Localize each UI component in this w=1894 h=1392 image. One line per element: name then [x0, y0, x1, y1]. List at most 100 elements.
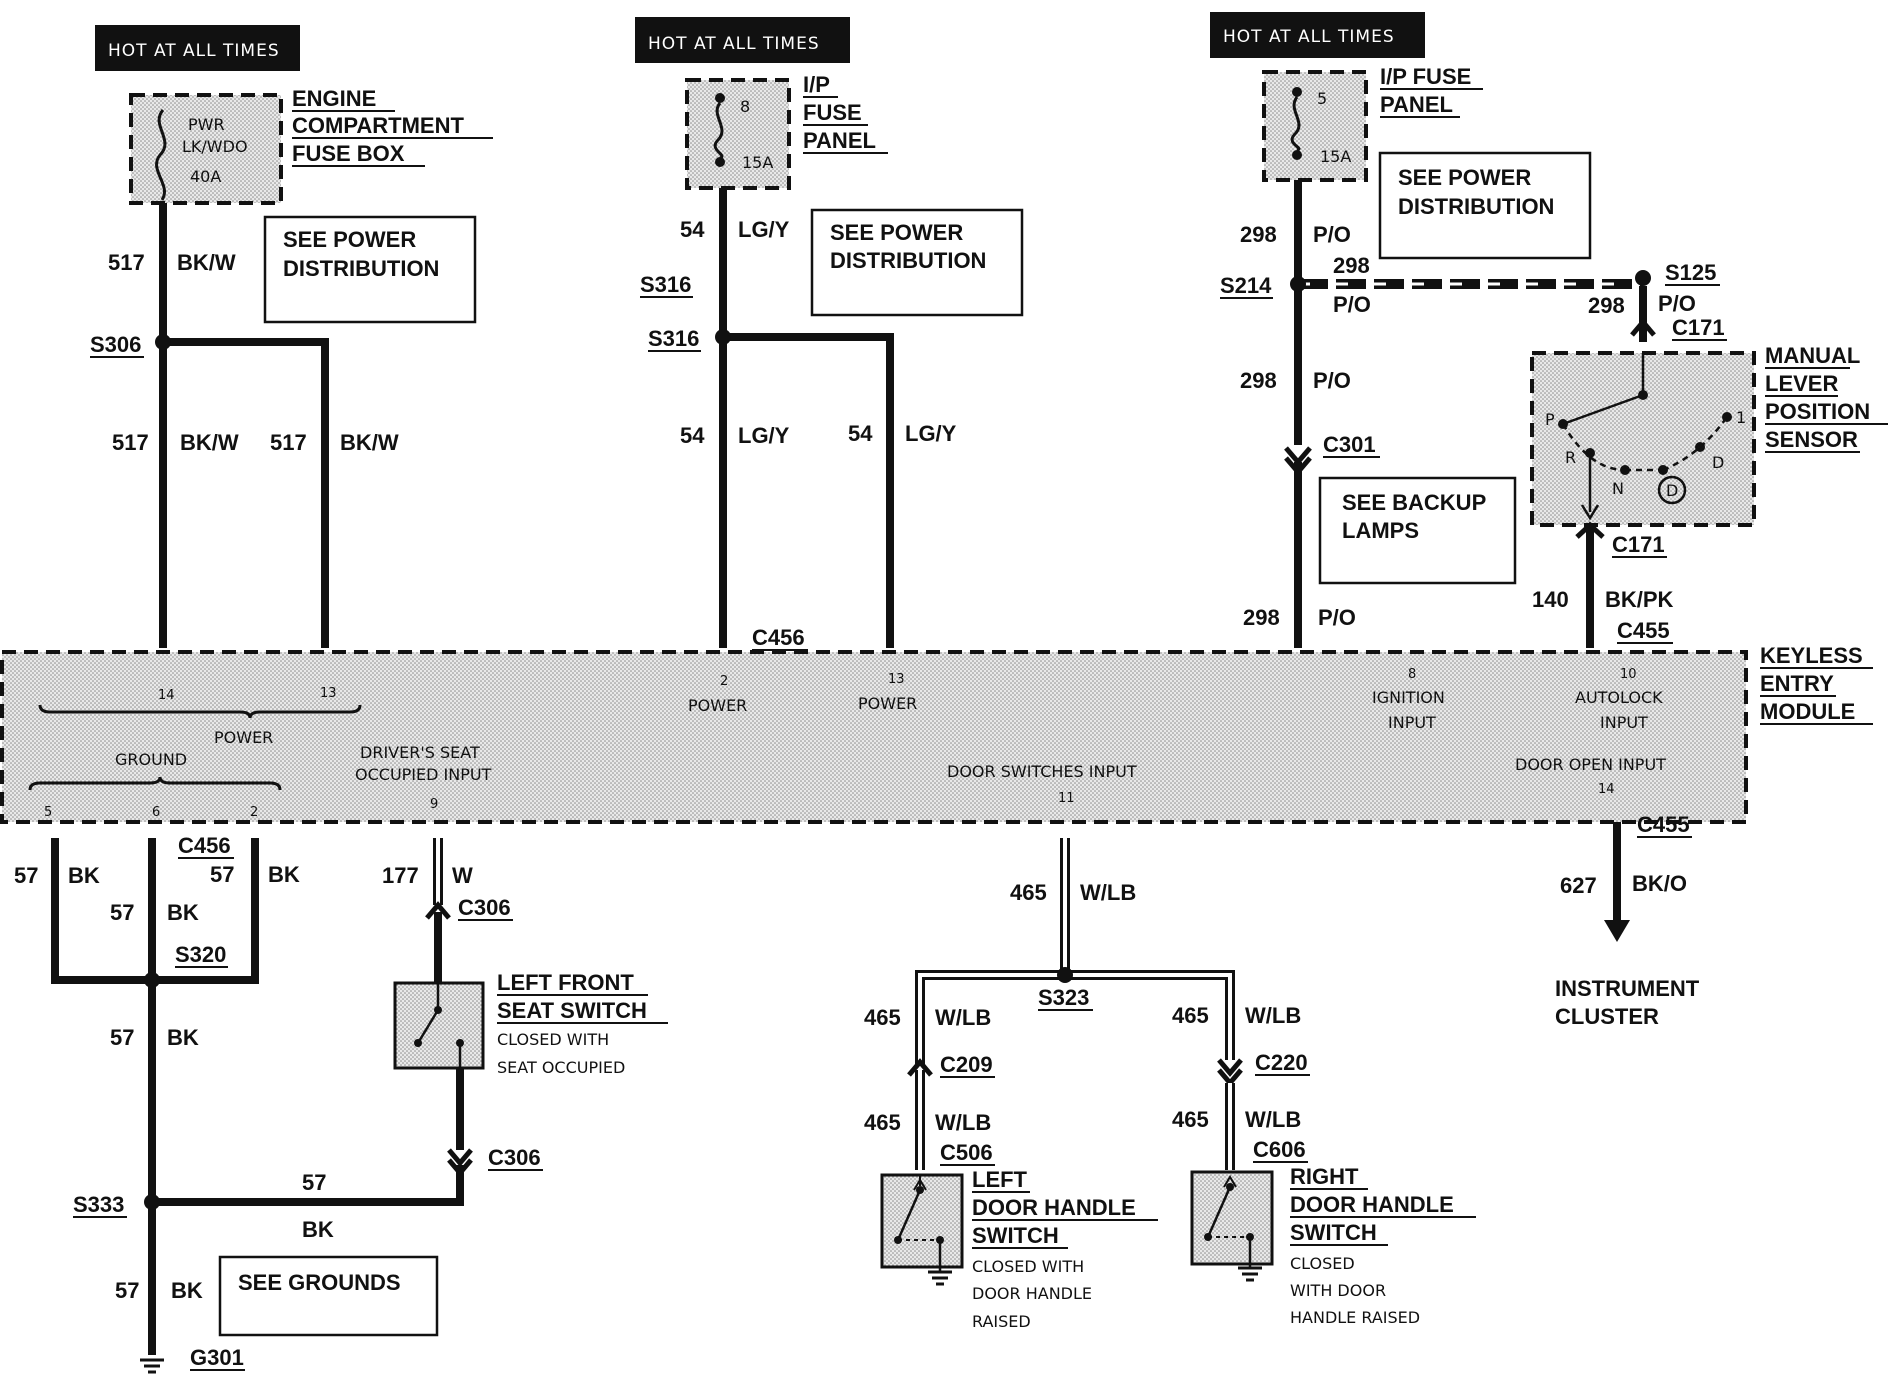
svg-text:POWER: POWER — [688, 696, 747, 715]
svg-text:MODULE: MODULE — [1760, 699, 1855, 724]
wire-label-517-b: 517 — [112, 430, 149, 455]
svg-text:CLUSTER: CLUSTER — [1555, 1004, 1659, 1029]
svg-text:DRIVER'S SEAT: DRIVER'S SEAT — [360, 743, 480, 762]
svg-text:OCCUPIED INPUT: OCCUPIED INPUT — [355, 765, 492, 784]
svg-text:FUSE BOX: FUSE BOX — [292, 141, 405, 166]
wire-label-465-b: 465 — [864, 1005, 901, 1030]
svg-text:2: 2 — [250, 805, 258, 820]
left-door-switch-label: LEFT DOOR HANDLE SWITCH CLOSED WITH DOOR… — [972, 1167, 1158, 1331]
connector-c171-a: C171 — [1672, 315, 1725, 340]
wire-label-140: 140 — [1532, 587, 1569, 612]
svg-text:5: 5 — [44, 805, 52, 820]
wire-color-bk-e: BK — [302, 1217, 334, 1242]
wire-color-lgy-b: LG/Y — [738, 423, 790, 448]
wire-label-465-c: 465 — [1172, 1003, 1209, 1028]
svg-text:DISTRIBUTION: DISTRIBUTION — [283, 256, 439, 281]
wire-color-wlb-a: W/LB — [1080, 880, 1136, 905]
wire-label-298-b: 298 — [1333, 253, 1370, 278]
svg-text:D: D — [1712, 453, 1724, 472]
svg-text:2: 2 — [720, 674, 728, 689]
circuit-54 — [715, 188, 894, 648]
svg-text:D: D — [1666, 481, 1678, 500]
module-title: KEYLESS ENTRY MODULE — [1760, 643, 1873, 725]
svg-text:FUSE: FUSE — [803, 100, 862, 125]
ip-fuse-8: 8 15A — [685, 78, 791, 190]
circuit-140 — [1575, 521, 1605, 648]
wire-label-57-b: 57 — [210, 862, 234, 887]
svg-text:WITH DOOR: WITH DOOR — [1290, 1281, 1386, 1300]
wire-color-lgy-c: LG/Y — [905, 421, 957, 446]
svg-text:LAMPS: LAMPS — [1342, 518, 1419, 543]
wire-color-bkw-c: BK/W — [340, 430, 399, 455]
svg-text:INPUT: INPUT — [1600, 713, 1648, 732]
sensor-title: MANUAL LEVER POSITION SENSOR — [1765, 343, 1888, 453]
ground-g301: G301 — [190, 1345, 244, 1370]
svg-text:POWER: POWER — [858, 694, 917, 713]
svg-text:1: 1 — [1736, 408, 1746, 427]
splice-s316-a: S316 — [640, 272, 691, 297]
svg-text:R: R — [1565, 448, 1576, 467]
svg-text:40A: 40A — [190, 167, 221, 186]
svg-text:SEE POWER: SEE POWER — [830, 220, 963, 245]
wire-label-298-d: 298 — [1240, 368, 1277, 393]
wire-label-54-a: 54 — [680, 217, 705, 242]
ip-fuse-panel-title-1: I/P FUSE PANEL — [803, 72, 888, 154]
connector-c306-b: C306 — [488, 1145, 541, 1170]
wire-label-57-c: 57 — [110, 900, 134, 925]
connector-c606: C606 — [1253, 1137, 1306, 1162]
svg-text:ENGINE: ENGINE — [292, 86, 376, 111]
connector-c306-a: C306 — [458, 895, 511, 920]
manual-lever-position-sensor: P R N D D 1 — [1530, 286, 1756, 527]
wire-label-54-b: 54 — [680, 423, 705, 448]
svg-text:10: 10 — [1620, 667, 1637, 682]
svg-text:SEAT SWITCH: SEAT SWITCH — [497, 998, 647, 1023]
connector-c456-b: C456 — [178, 833, 231, 858]
wire-label-57-f: 57 — [115, 1278, 139, 1303]
svg-text:MANUAL: MANUAL — [1765, 343, 1860, 368]
wire-label-177: 177 — [382, 863, 419, 888]
wire-color-wlb-c: W/LB — [1245, 1003, 1301, 1028]
svg-text:DOOR HANDLE: DOOR HANDLE — [972, 1195, 1136, 1220]
see-grounds: SEE GROUNDS — [218, 1255, 439, 1337]
connector-c301: C301 — [1323, 432, 1376, 457]
svg-text:I/P FUSE: I/P FUSE — [1380, 64, 1471, 89]
wire-label-465-e: 465 — [1172, 1107, 1209, 1132]
svg-text:HOT AT ALL TIMES: HOT AT ALL TIMES — [108, 41, 280, 61]
svg-text:RIGHT: RIGHT — [1290, 1164, 1359, 1189]
svg-text:15A: 15A — [742, 153, 773, 172]
svg-text:DOOR OPEN INPUT: DOOR OPEN INPUT — [1515, 755, 1666, 774]
splice-s323: S323 — [1038, 985, 1089, 1010]
svg-text:DISTRIBUTION: DISTRIBUTION — [830, 248, 986, 273]
svg-text:8: 8 — [740, 97, 750, 116]
svg-text:8: 8 — [1408, 667, 1416, 682]
svg-text:CLOSED WITH: CLOSED WITH — [972, 1257, 1084, 1276]
svg-text:LEVER: LEVER — [1765, 371, 1838, 396]
connector-c171-b: C171 — [1612, 532, 1665, 557]
splice-s316-b: S316 — [648, 326, 699, 351]
connector-c455-a: C455 — [1617, 618, 1670, 643]
see-power-distribution-3: SEE POWER DISTRIBUTION — [1378, 151, 1592, 260]
wire-color-po-a: P/O — [1313, 222, 1351, 247]
svg-text:PANEL: PANEL — [1380, 92, 1453, 117]
circuit-57 — [51, 838, 464, 1374]
wire-color-bkw-a: BK/W — [177, 250, 236, 275]
wire-color-lgy-a: LG/Y — [738, 217, 790, 242]
splice-s214: S214 — [1220, 273, 1272, 298]
splice-s333: S333 — [73, 1192, 124, 1217]
svg-text:HANDLE RAISED: HANDLE RAISED — [1290, 1308, 1420, 1327]
wire-label-298-c: 298 — [1588, 293, 1625, 318]
svg-text:GROUND: GROUND — [115, 750, 187, 769]
wire-label-627: 627 — [1560, 873, 1597, 898]
right-door-switch-label: RIGHT DOOR HANDLE SWITCH CLOSED WITH DOO… — [1290, 1164, 1476, 1327]
splice-s306: S306 — [90, 332, 141, 357]
connector-c220: C220 — [1255, 1050, 1308, 1075]
svg-text:14: 14 — [158, 688, 175, 703]
wire-label-517-a: 517 — [108, 250, 145, 275]
wire-color-po-e: P/O — [1318, 605, 1356, 630]
svg-text:PANEL: PANEL — [803, 128, 876, 153]
hot-label-1: HOT AT ALL TIMES — [95, 25, 300, 71]
svg-text:CLOSED: CLOSED — [1290, 1254, 1355, 1273]
svg-text:SWITCH: SWITCH — [1290, 1220, 1377, 1245]
wire-color-po-c: P/O — [1658, 291, 1696, 316]
